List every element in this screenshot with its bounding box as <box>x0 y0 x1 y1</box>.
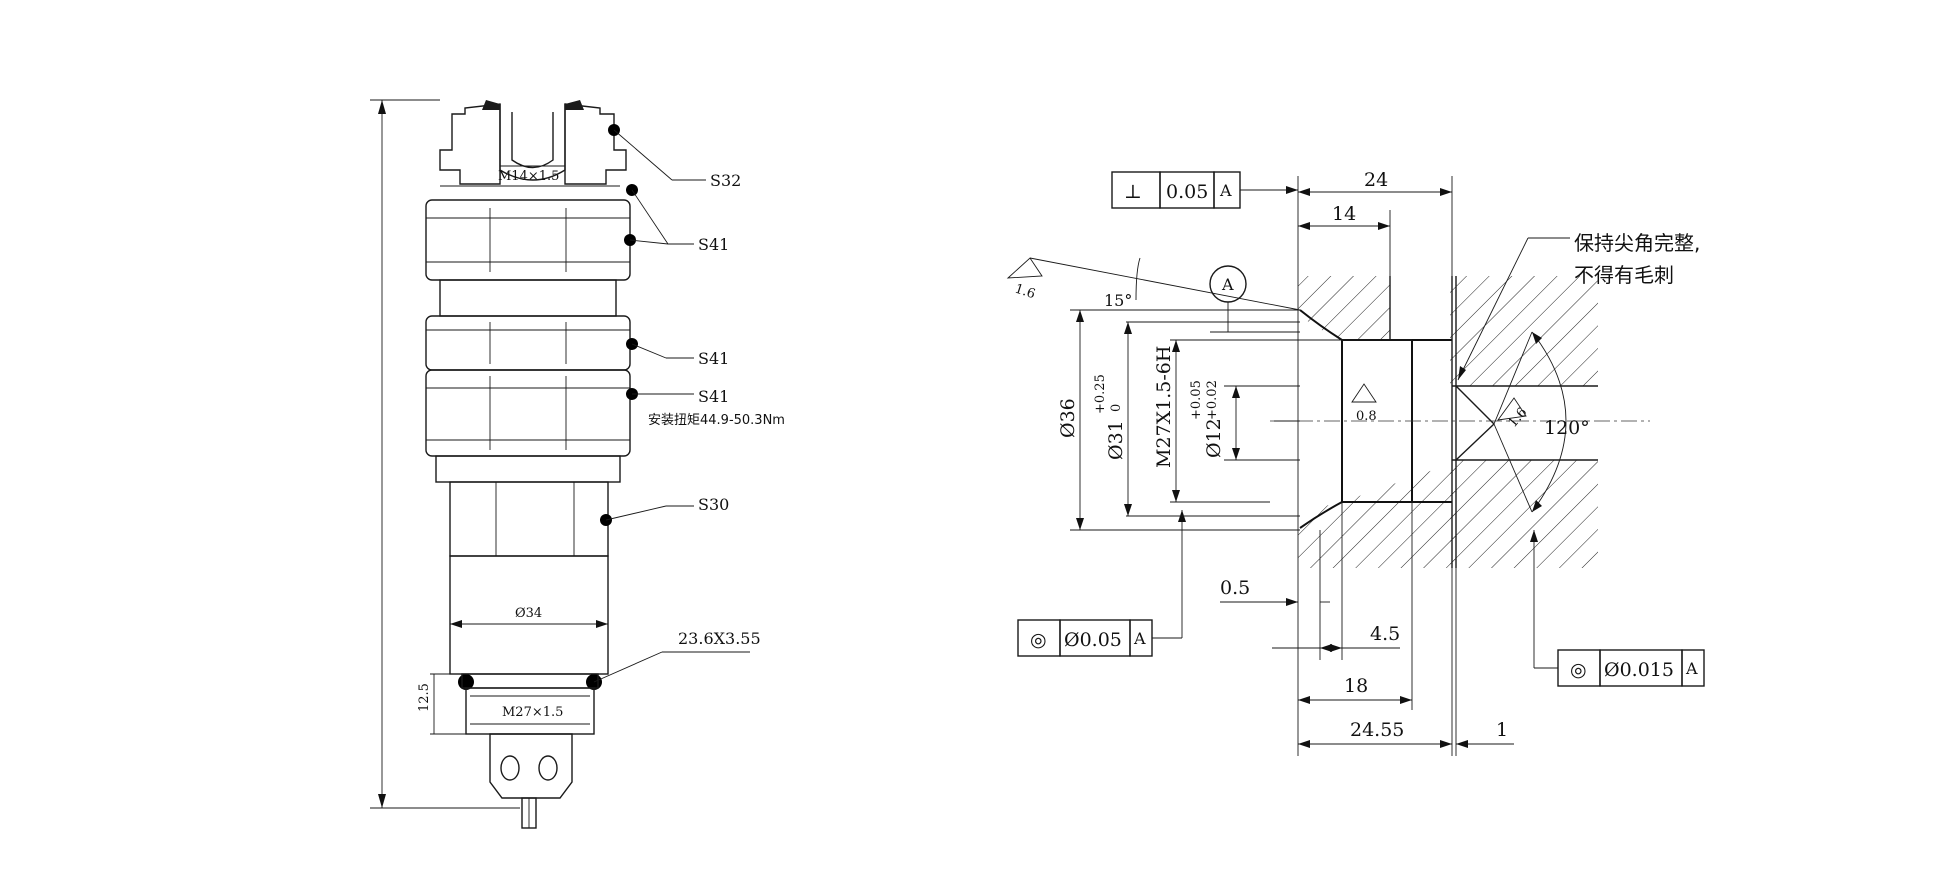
height-12-5-label: 12.5 <box>417 683 432 712</box>
dim-d31-tol-up: +0.25 <box>1093 374 1108 414</box>
callout-s41-b: S41 <box>698 349 729 368</box>
roughness-left: 1.6 <box>1006 257 1301 311</box>
dims-bottom: 0.5 4.5 18 24.55 1 <box>1220 502 1514 756</box>
gdt-conc-left-symbol: ◎ <box>1030 629 1047 651</box>
dim-d31-tol-lo: 0 <box>1109 404 1124 412</box>
cylinder-body: Ø34 <box>449 555 609 675</box>
note-line-2: 不得有毛刺 <box>1574 263 1674 287</box>
roughness-right-value: 1.6 <box>1506 405 1531 430</box>
callouts: S32 S41 S41 S41 安装扭矩44.9-50.3Nm S30 23.6… <box>593 124 785 683</box>
cavity-section-view: ⊥ 0.05 A ◎ Ø0.05 A ◎ Ø0.015 A <box>1006 169 1705 756</box>
callout-s30: S30 <box>698 495 729 514</box>
bottom-thread-label: M27×1.5 <box>502 705 563 720</box>
gdt-conc-right-datum: A <box>1685 659 1698 678</box>
dim-thread: M27X1.5-6H <box>1153 346 1175 468</box>
roughness-left-value: 1.6 <box>1013 282 1037 303</box>
gdt-concentricity-left: ◎ Ø0.05 A <box>1017 510 1186 657</box>
top-cap: M14×1.5 <box>439 100 627 185</box>
cavity-outline <box>1210 276 1650 568</box>
gdt-conc-left-datum: A <box>1133 629 1146 648</box>
dim-d12-tol-lo: +0.02 <box>1205 380 1220 420</box>
oring-thread: M27×1.5 <box>458 673 602 735</box>
callout-s41-c: S41 <box>698 387 729 406</box>
gdt-perp-symbol: ⊥ <box>1124 181 1142 203</box>
roughness-center-value: 0.8 <box>1356 409 1377 424</box>
angle-15-label: 15° <box>1104 291 1132 310</box>
roughness-center: 0.8 <box>1351 383 1377 424</box>
angle-120-label: 120° <box>1544 417 1590 439</box>
note-line-1: 保持尖角完整, <box>1574 231 1700 255</box>
dim-24: 24 <box>1364 169 1388 191</box>
callout-oring: 23.6X3.55 <box>678 629 761 648</box>
dim-4-5: 4.5 <box>1370 623 1400 645</box>
angle-120: 120° <box>1493 331 1590 513</box>
callout-s41-a: S41 <box>698 235 729 254</box>
torque-note: 安装扭矩44.9-50.3Nm <box>648 413 785 428</box>
bottom-plug <box>489 733 573 829</box>
valve-cartridge-view: M14×1.5 <box>370 99 785 829</box>
s30-body <box>449 481 609 557</box>
hex-nut-lower <box>425 369 631 457</box>
cavity-hatch <box>1297 276 1598 568</box>
hex-nut-middle <box>425 315 631 371</box>
gdt-concentricity-right: ◎ Ø0.015 A <box>1530 530 1705 687</box>
dim-d12-tol-up: +0.05 <box>1189 380 1204 420</box>
dims-top: 24 14 <box>1297 169 1453 276</box>
gdt-perp-datum: A <box>1219 181 1232 200</box>
body-dia-label: Ø34 <box>515 606 542 621</box>
gdt-conc-right-value: Ø0.015 <box>1604 659 1674 681</box>
datum-a-symbol: A <box>1209 265 1247 333</box>
datum-a-label: A <box>1221 275 1234 294</box>
dim-1: 1 <box>1496 719 1508 741</box>
gdt-conc-left-value: Ø0.05 <box>1064 629 1122 651</box>
callout-s32: S32 <box>710 171 741 190</box>
dim-24-55: 24.55 <box>1350 719 1404 741</box>
hex-nut-upper <box>425 185 631 281</box>
angle-15: 15° <box>1104 257 1141 310</box>
gdt-conc-right-symbol: ◎ <box>1570 659 1587 681</box>
dim-d12: Ø12 <box>1203 418 1225 458</box>
dim-d31: Ø31 <box>1105 420 1127 460</box>
dim-18: 18 <box>1344 675 1368 697</box>
gdt-perp-value: 0.05 <box>1166 181 1208 203</box>
gdt-perpendicularity: ⊥ 0.05 A <box>1111 171 1298 209</box>
dims-diameters: Ø36 Ø31 +0.25 0 M27X1.5-6H Ø12 +0.05 +0.… <box>1057 309 1300 531</box>
overall-height-dimension <box>370 99 520 809</box>
dim-14: 14 <box>1332 203 1356 225</box>
top-thread-label: M14×1.5 <box>498 169 559 184</box>
dim-d36: Ø36 <box>1057 398 1079 438</box>
dim-12-5: 12.5 <box>417 673 490 735</box>
dim-0-5: 0.5 <box>1220 577 1250 599</box>
